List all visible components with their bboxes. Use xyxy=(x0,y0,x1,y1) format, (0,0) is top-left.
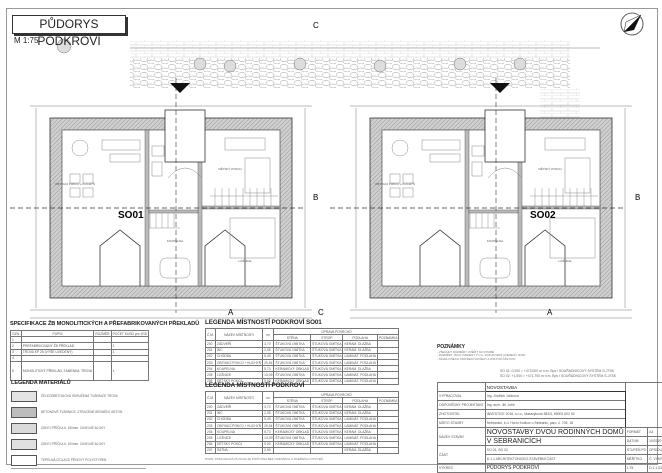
sheet-frame xyxy=(6,8,658,465)
room-206-label: DĚTSKÝ POKOJ xyxy=(538,166,562,171)
room-203-label: OBÝVACÍ POKOJ + KUCHYŇ xyxy=(375,181,415,186)
room-206-label: DĚTSKÝ POKOJ xyxy=(218,166,242,171)
section-mark-b-so02: B xyxy=(635,193,640,202)
room-205-label: LOŽNICE xyxy=(558,258,571,263)
material-swatch xyxy=(11,406,37,418)
project-name-2: V SEBRANICÍCH xyxy=(484,436,626,446)
material-item: ZDIVO PŘÍČKA tl. 150mm, CIHELNÉ BLOKY xyxy=(11,420,146,436)
floor-plans-drawing: SO01 SO02 B B C C A A OBÝVACÍ POKOJ + KU… xyxy=(9,12,644,319)
project-name: NOVOSTAVBY DVOU RODINNÝCH DOMŮ xyxy=(484,427,626,437)
drawing-name: PŮDORYS PODKROVÍ xyxy=(484,463,626,473)
sheet-title: PŮDORYS PODKROVÍ xyxy=(12,15,126,48)
paving-area xyxy=(130,40,570,58)
material-swatch xyxy=(11,454,37,466)
floor-plan-so01 xyxy=(9,77,313,319)
material-swatch xyxy=(11,390,37,402)
room-204-label: KOUPELNA xyxy=(167,239,183,243)
section-mark-b-so01: B xyxy=(313,193,318,202)
room-legend-title: LEGENDA MÍSTNOSTÍ PODKROVÍ SO01 xyxy=(205,319,322,326)
material-item: ZDIVO PŘÍČKA tl. 100mm, CIHELNÉ BLOKY xyxy=(11,436,146,452)
spec-table-title: SPECIFIKACE ŽB MONOLITICKÝCH A PŘEFABRIK… xyxy=(10,321,200,327)
level-notes: SO 01: 0,000 = +473,000 m n.m. Bpv / SOU… xyxy=(500,369,616,378)
room-203-label: OBÝVACÍ POKOJ + KUCHYŇ xyxy=(55,181,95,186)
section-mark-a-so02: A xyxy=(547,308,553,317)
section-mark-c-top: C xyxy=(313,21,319,30)
notes-title: POZNÁMKY xyxy=(437,344,465,350)
section-mark-a-so01: A xyxy=(228,308,234,317)
material-swatch xyxy=(11,422,37,434)
material-item: TEPELNÁ IZOLACE PĚNOVÝ POLYSTYREN xyxy=(11,452,146,468)
sheet-scale: M 1:75 xyxy=(14,36,39,45)
section-mark-c-bottom: C xyxy=(318,308,324,317)
plan-label-so02: SO02 xyxy=(530,210,556,221)
notes-text: - VŠECHNY ROZMĚRY OVĚŘIT NA STAVBĚ- ROZM… xyxy=(437,350,526,361)
north-arrow-icon xyxy=(620,12,644,36)
room-205-label: LOŽNICE xyxy=(238,258,251,263)
plan-label-so01: SO01 xyxy=(118,210,144,221)
title-block-header: NOVOSTAVBA xyxy=(484,382,626,392)
material-item: BETONOVÉ TVÁRNICE, ZTRACENÉ BEDNĚNÍ, BET… xyxy=(11,404,146,420)
materials-title: LEGENDA MATERIÁLŮ xyxy=(11,380,71,386)
material-swatch xyxy=(11,438,37,450)
materials-legend: ŽELEZOBETONOVÁ SKRUŽENÁ TVÁRNICE TROVA B… xyxy=(11,388,146,469)
tree-icons xyxy=(56,38,527,73)
material-item: ŽELEZOBETONOVÁ SKRUŽENÁ TVÁRNICE TROVA xyxy=(11,388,146,404)
table-row: 4 xyxy=(10,354,150,362)
room-table-note: POZN. PODLAHOVÁ PLOCHA JE POČÍTÁNA BEZ O… xyxy=(205,456,324,461)
room-legend-title: LEGENDA MÍSTNOSTÍ PODKROVÍ xyxy=(205,382,305,389)
room-204-label: KOUPELNA xyxy=(487,239,503,243)
floor-plan-so02 xyxy=(329,77,633,319)
